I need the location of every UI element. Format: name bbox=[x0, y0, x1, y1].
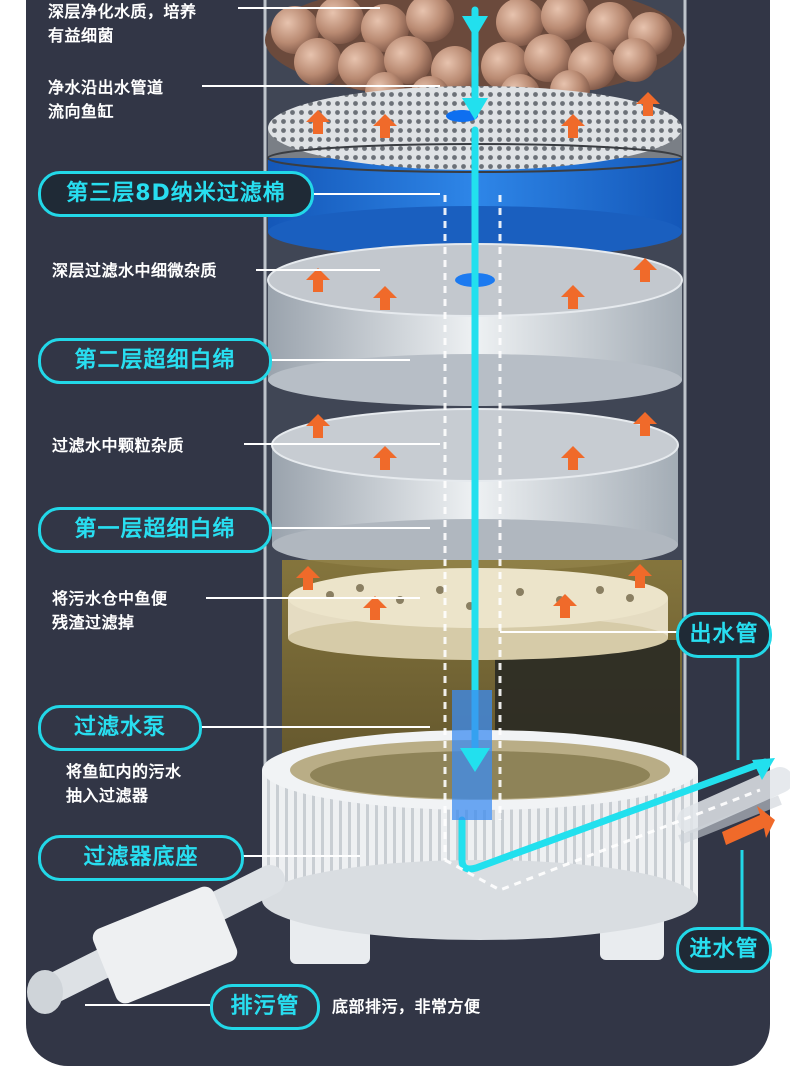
layer2-title-badge: 第二层超细白绵 bbox=[38, 338, 272, 384]
flow-arrowheads bbox=[460, 16, 775, 780]
inlet-pipe-badge: 进水管 bbox=[676, 927, 772, 973]
inlet-arrow bbox=[722, 806, 775, 845]
dashed-guides bbox=[443, 195, 761, 892]
drain-pipe-badge: 排污管 bbox=[210, 984, 320, 1030]
layer3-title-badge: 第三层8D纳米过滤棉 bbox=[38, 171, 314, 217]
outlet-pipe-badge: 出水管 bbox=[676, 612, 772, 658]
layer2-desc: 过滤水中颗粒杂质 bbox=[52, 436, 185, 455]
pump-title-badge: 过滤水泵 bbox=[38, 705, 202, 751]
drain-desc: 底部排污，非常方便 bbox=[332, 997, 481, 1016]
upflow-arrows bbox=[296, 92, 660, 620]
sediment-desc: 将污水仓中鱼便 残渣过滤掉 bbox=[52, 589, 168, 632]
leader-lines bbox=[85, 7, 680, 1006]
layer1-title-badge: 第一层超细白绵 bbox=[38, 507, 272, 553]
activated-carbon-desc: 深层净化水质，培养 有益细菌 bbox=[48, 2, 197, 45]
pump-desc: 将鱼缸内的污水 抽入过滤器 bbox=[66, 762, 182, 805]
pipe-leaders bbox=[736, 653, 744, 930]
outflow-desc: 净水沿出水管道 流向鱼缸 bbox=[48, 78, 164, 121]
base-title-badge: 过滤器底座 bbox=[38, 835, 244, 881]
layer3-desc: 深层过滤水中细微杂质 bbox=[52, 261, 218, 280]
